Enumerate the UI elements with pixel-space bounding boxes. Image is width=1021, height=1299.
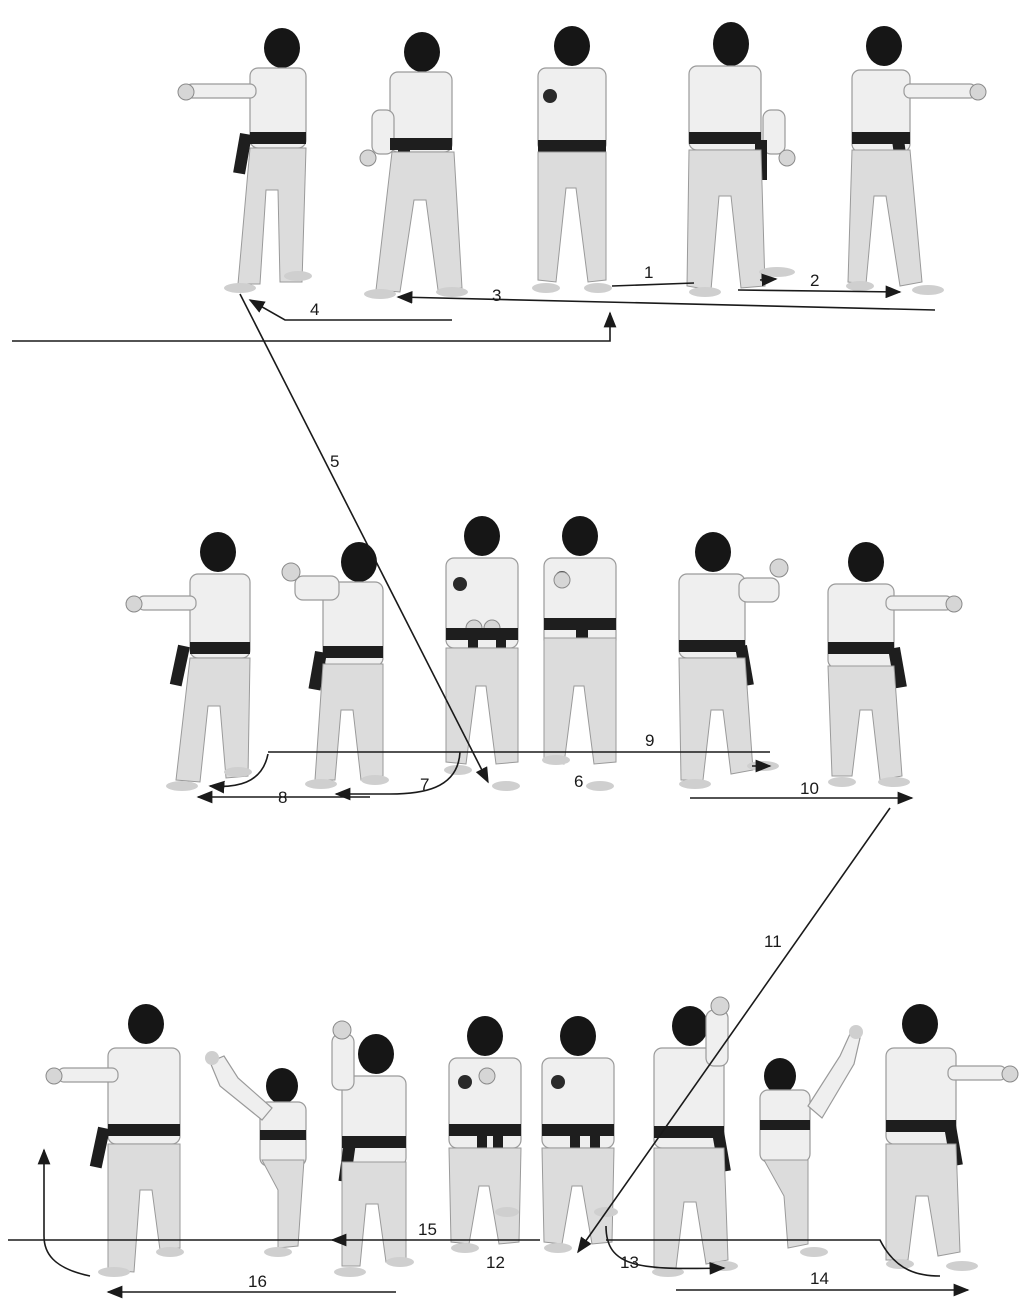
figures-layer [46, 22, 1018, 1277]
step-label-5: 5 [330, 452, 339, 471]
step-label-4: 4 [310, 300, 319, 319]
step-label-12: 12 [486, 1253, 505, 1272]
step-label-11: 11 [764, 932, 782, 951]
figure-row2-3 [444, 516, 520, 791]
step-label-3: 3 [492, 286, 501, 305]
figure-row3-3 [332, 1021, 414, 1277]
line-step-7 [336, 752, 460, 794]
line-step-11 [578, 808, 890, 1252]
step-label-13: 13 [620, 1253, 639, 1272]
figure-row2-4 [542, 516, 616, 791]
line-step-2-foot [760, 279, 776, 280]
figure-row3-4 [449, 1016, 521, 1253]
step-label-6: 6 [574, 772, 583, 791]
step-label-1: 1 [644, 263, 653, 282]
line-step-3 [398, 297, 935, 310]
figure-row3-2 [205, 1051, 306, 1257]
figure-row1-2 [360, 32, 468, 299]
figure-row3-6 [652, 997, 738, 1277]
figure-row1-1 [178, 28, 312, 293]
figure-row3-5 [542, 1016, 618, 1253]
line-step-1 [612, 283, 694, 286]
line-step-2 [738, 290, 900, 292]
figure-row2-1 [126, 532, 252, 791]
step-label-7: 7 [420, 775, 429, 794]
figure-row1-4 [687, 22, 795, 297]
step-label-9: 9 [645, 731, 654, 750]
line-step-16-up [44, 1150, 90, 1276]
figure-row2-6 [828, 542, 962, 787]
line-step-4 [250, 300, 452, 320]
figure-row1-5 [846, 26, 986, 295]
step-label-15: 15 [418, 1220, 437, 1239]
figure-row3-8 [886, 1004, 1018, 1271]
figure-row3-1 [46, 1004, 184, 1277]
step-label-8: 8 [278, 788, 287, 807]
figure-row1-3 [532, 26, 612, 293]
step-label-10: 10 [800, 779, 819, 798]
step-label-2: 2 [810, 271, 819, 290]
figure-row3-7 [760, 1025, 863, 1257]
step-label-14: 14 [810, 1269, 829, 1288]
figure-row2-5 [679, 532, 788, 789]
step-label-16: 16 [248, 1272, 267, 1291]
